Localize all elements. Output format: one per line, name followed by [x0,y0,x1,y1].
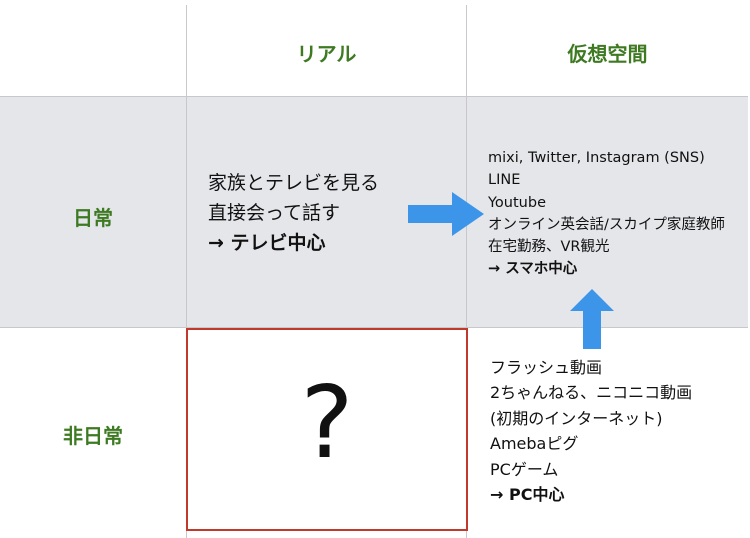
arrow-right-icon [408,192,484,236]
cell-line: PCゲーム [490,459,559,479]
daily-row-background [0,97,748,327]
question-box: ? [186,328,468,531]
cell-line: オンライン英会話/スカイプ家庭教師 [488,216,725,233]
cell-conclusion: → テレビ中心 [208,232,326,254]
cell-conclusion: → スマホ中心 [488,261,578,278]
row-header-daily: 日常 [73,206,113,230]
grid-line [186,5,187,538]
cell-line: mixi, Twitter, Instagram (SNS) [488,150,705,166]
cell-line: (初期のインターネット) [490,408,663,428]
arrow-up-icon [570,289,614,349]
cell-virtual-daily: mixi, Twitter, Instagram (SNS) LINE Yout… [488,147,725,281]
row-header-non-daily: 非日常 [63,424,123,448]
question-mark: ? [300,364,354,481]
cell-line: LINE [488,172,521,189]
cell-conclusion: → PC中心 [490,485,565,505]
cell-virtual-non-daily: フラッシュ動画 2ちゃんねる、ニコニコ動画 (初期のインターネット) Ameba… [490,355,692,507]
cell-line: Youtube [488,194,546,211]
cell-line: Amebaピグ [490,434,579,454]
cell-line: 在宅勤務、VR観光 [488,239,610,256]
cell-line: 2ちゃんねる、ニコニコ動画 [490,383,693,403]
cell-real-daily: 家族とテレビを見る 直接会って話す → テレビ中心 [208,168,379,258]
grid-line [466,5,467,538]
grid-line [0,96,748,97]
cell-line: 家族とテレビを見る [208,172,380,194]
grid-line [0,327,748,328]
cell-line: 直接会って話す [208,202,341,224]
column-header-virtual: 仮想空間 [567,42,648,66]
cell-line: フラッシュ動画 [490,358,603,377]
column-header-real: リアル [296,42,357,66]
